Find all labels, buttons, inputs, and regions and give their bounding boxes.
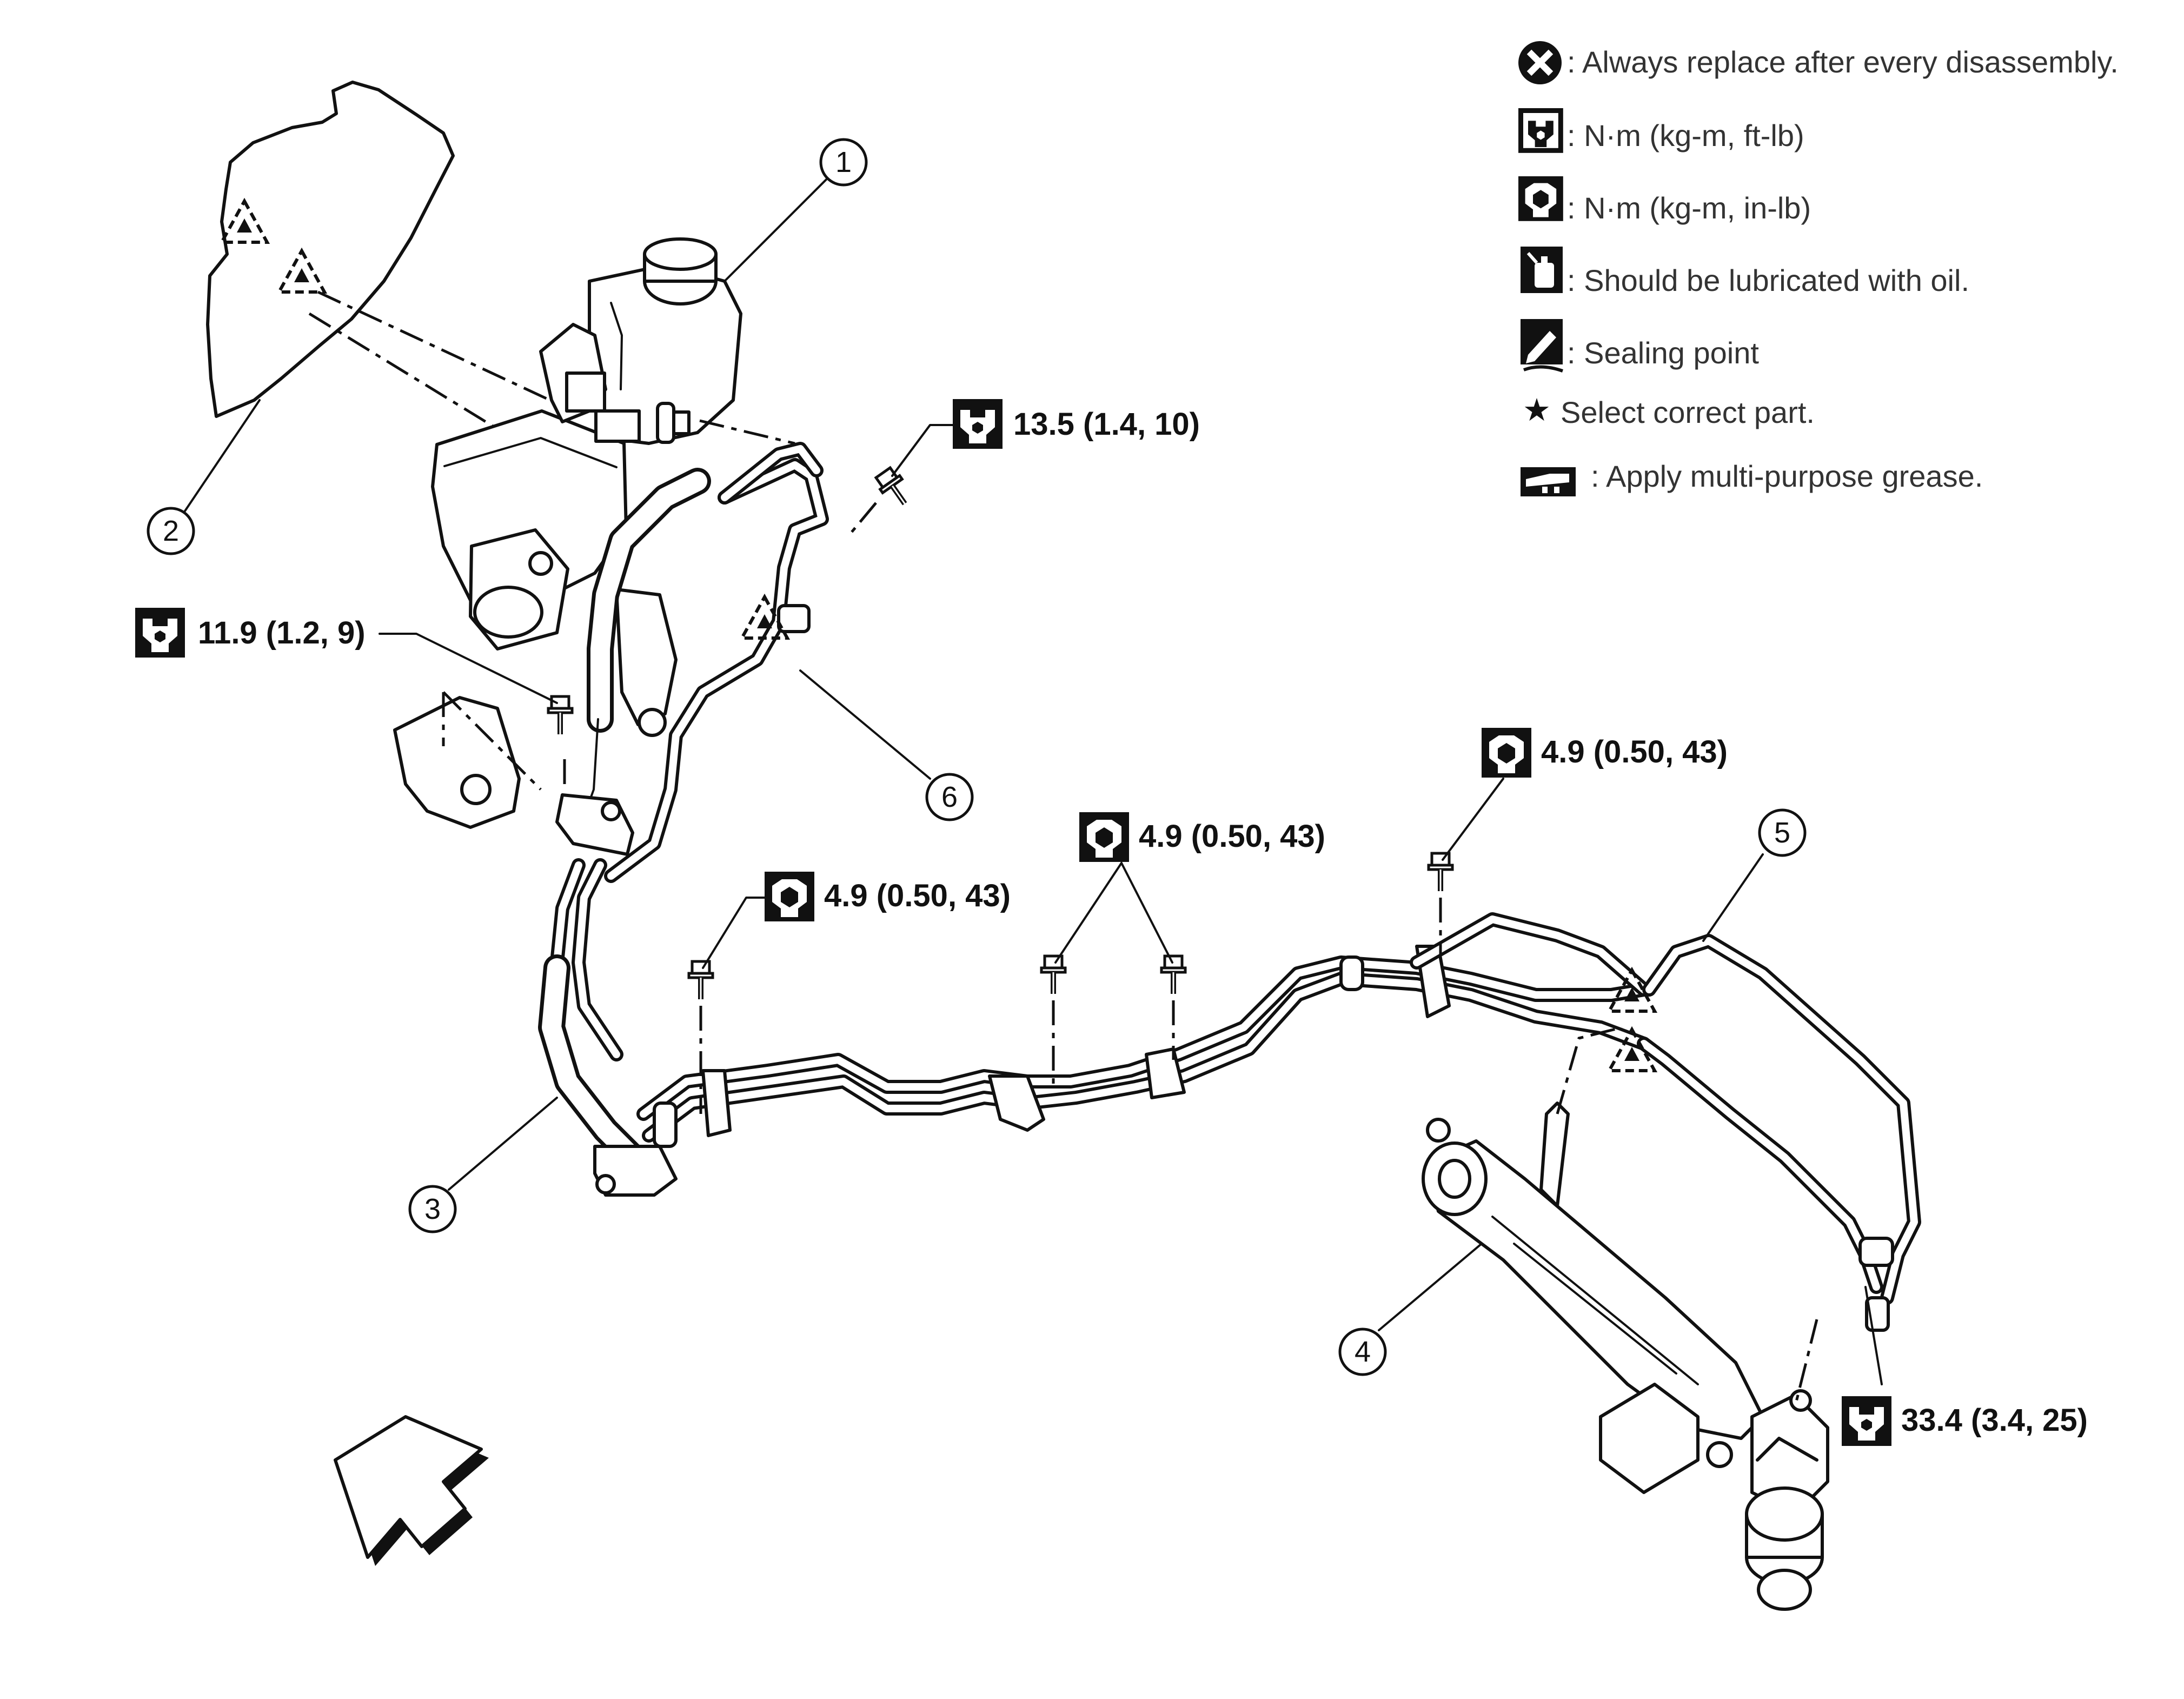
legend-row: : N·m (kg-m, ft-lb) xyxy=(1518,108,1804,153)
callout-number: 3 xyxy=(424,1193,441,1225)
torque-value: 11.9 (1.2, 9) xyxy=(198,615,366,651)
torque-callout: 4.9 (0.50, 43) xyxy=(702,872,1011,969)
callout-1: 1 xyxy=(723,138,868,282)
sealing-point-icon xyxy=(279,251,324,292)
callout-4: 4 xyxy=(1338,1243,1483,1376)
torque-value: 33.4 (3.4, 25) xyxy=(1901,1403,2088,1438)
sealing-point-icon xyxy=(222,201,267,242)
torque-callout: 11.9 (1.2, 9) xyxy=(135,608,558,704)
torque-callout: 4.9 (0.50, 43) xyxy=(1442,728,1728,861)
legend-row: : Apply multi-purpose grease. xyxy=(1521,459,1983,496)
assembly-line xyxy=(848,502,877,536)
sealing-point-icon xyxy=(1521,319,1563,373)
assembly-line xyxy=(1556,1026,1623,1114)
assembly-line xyxy=(442,691,542,791)
pipe-clamp xyxy=(988,1074,1045,1132)
assembly-line xyxy=(699,419,795,445)
bolt xyxy=(1041,956,1065,994)
pressure-tube-run xyxy=(636,945,1651,1148)
torque-value: 4.9 (0.50, 43) xyxy=(1139,819,1325,854)
torque-callout: 33.4 (3.4, 25) xyxy=(1842,1286,2088,1446)
legend-text: Select correct part. xyxy=(1561,395,1815,429)
callout-number: 2 xyxy=(163,515,179,547)
bolt xyxy=(1429,853,1452,891)
callout-3: 3 xyxy=(408,1097,558,1233)
bolt xyxy=(548,696,572,734)
callout-number: 1 xyxy=(835,146,852,178)
pipe-clamp xyxy=(1145,1047,1186,1099)
always-replace-icon xyxy=(1518,41,1562,84)
torque-value: 4.9 (0.50, 43) xyxy=(1541,734,1728,769)
assembly-line xyxy=(1794,1319,1818,1406)
callout-2: 2 xyxy=(147,399,261,555)
front-direction-arrow-icon xyxy=(334,1415,489,1566)
legend-text: : Always replace after every disassembly… xyxy=(1567,45,2119,79)
pressure-hose-part xyxy=(538,468,711,1197)
torque-wrench-inlb-icon xyxy=(1518,176,1563,221)
torque-wrench-icon xyxy=(135,608,185,658)
torque-wrench-icon xyxy=(1518,108,1563,153)
legend-row: ★ Select correct part. xyxy=(1523,393,1815,429)
torque-wrench-icon xyxy=(1842,1396,1891,1446)
power-steering-pump-part xyxy=(393,237,742,829)
legend-row: : N·m (kg-m, in-lb) xyxy=(1518,176,1811,225)
dash-panel-part xyxy=(206,81,455,418)
torque-value: 13.5 (1.4, 10) xyxy=(1013,407,1200,442)
oil-can-icon xyxy=(1521,247,1563,293)
callout-number: 6 xyxy=(941,781,958,813)
grease-icon xyxy=(1521,467,1576,496)
bolt xyxy=(1161,956,1185,994)
pipe-clamp xyxy=(701,1069,732,1137)
return-hose-part xyxy=(1410,912,1921,1332)
callout-5: 5 xyxy=(1702,808,1807,942)
assembly-line xyxy=(317,290,574,413)
legend-row: : Sealing point xyxy=(1521,319,1759,373)
legend-text: : Apply multi-purpose grease. xyxy=(1591,459,1983,493)
legend: : Always replace after every disassembly… xyxy=(1518,41,2119,496)
torque-wrench-inlb-icon xyxy=(1482,728,1531,778)
legend-text: : N·m (kg-m, ft-lb) xyxy=(1567,118,1804,152)
torque-value: 4.9 (0.50, 43) xyxy=(824,878,1011,913)
callout-6: 6 xyxy=(799,669,974,821)
legend-row: : Always replace after every disassembly… xyxy=(1518,41,2119,84)
torque-wrench-inlb-icon xyxy=(765,872,814,921)
legend-row: : Should be lubricated with oil. xyxy=(1521,247,1969,297)
steering-gear-part xyxy=(1422,1101,1829,1611)
torque-callout: 13.5 (1.4, 10) xyxy=(891,399,1200,477)
return-tube-part xyxy=(604,442,829,883)
legend-text: : Sealing point xyxy=(1567,336,1759,370)
torque-wrench-inlb-icon xyxy=(1079,812,1129,862)
callout-number: 5 xyxy=(1774,817,1790,849)
legend-text: : N·m (kg-m, in-lb) xyxy=(1567,191,1811,225)
bolt xyxy=(689,961,713,999)
star-icon: ★ xyxy=(1523,393,1551,428)
torque-wrench-icon xyxy=(953,399,1003,449)
torque-callout: 4.9 (0.50, 43) xyxy=(1054,812,1325,964)
callout-number: 4 xyxy=(1355,1336,1371,1368)
legend-text: : Should be lubricated with oil. xyxy=(1567,263,1969,297)
